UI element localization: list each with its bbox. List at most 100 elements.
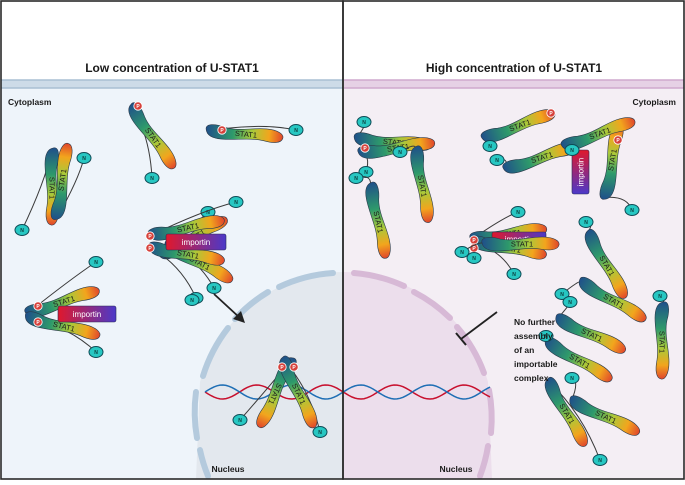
stat1-monomer: STAT1 N: [49, 141, 92, 222]
n-terminal-domain: N: [592, 454, 608, 466]
svg-text:N: N: [658, 294, 662, 300]
phospho-group: P: [289, 362, 299, 372]
importin: importin: [165, 233, 227, 251]
left-nucleus-label: Nucleus: [211, 464, 244, 474]
svg-text:N: N: [94, 350, 98, 356]
phospho-group: P: [469, 235, 479, 245]
svg-text:N: N: [94, 260, 98, 266]
n-terminal-domain: N: [88, 346, 104, 358]
right-cytoplasm-label: Cytoplasm: [633, 97, 677, 107]
n-terminal-domain: N: [466, 252, 482, 264]
svg-text:N: N: [560, 292, 564, 298]
svg-text:N: N: [570, 376, 574, 382]
n-terminal-domain: N: [392, 146, 408, 158]
svg-text:STAT1: STAT1: [47, 177, 56, 199]
nucleus: [191, 270, 495, 479]
svg-text:P: P: [363, 146, 367, 152]
svg-text:N: N: [630, 208, 634, 214]
svg-text:STAT1: STAT1: [606, 148, 619, 171]
n-terminal-domain: N: [554, 288, 570, 300]
svg-text:N: N: [150, 176, 154, 182]
n-terminal-domain: N: [144, 172, 160, 184]
svg-text:P: P: [136, 104, 140, 110]
svg-text:importin: importin: [73, 310, 101, 319]
n-terminal-domain: N: [232, 414, 248, 426]
annotation-line-5: complex: [514, 373, 549, 383]
n-terminal-domain: N: [76, 152, 92, 164]
left-panel-title: Low concentration of U-STAT1: [85, 61, 259, 75]
svg-text:N: N: [364, 170, 368, 176]
left-cytoplasm-label: Cytoplasm: [8, 97, 52, 107]
svg-text:N: N: [472, 256, 476, 262]
svg-text:P: P: [472, 238, 476, 244]
n-terminal-domain: N: [228, 196, 244, 208]
svg-text:P: P: [36, 304, 40, 310]
n-terminal-domain: N: [454, 246, 470, 258]
svg-text:importin: importin: [182, 238, 210, 247]
svg-text:STAT1: STAT1: [235, 129, 258, 140]
svg-text:P: P: [616, 138, 620, 144]
svg-text:N: N: [495, 158, 499, 164]
svg-text:N: N: [598, 458, 602, 464]
n-terminal-domain: N: [14, 224, 30, 236]
phospho-group: P: [133, 101, 143, 111]
n-terminal-domain: N: [88, 256, 104, 268]
svg-text:STAT1: STAT1: [416, 174, 429, 197]
phospho-group: P: [217, 125, 227, 135]
n-terminal-domain: N: [348, 172, 364, 184]
n-terminal-domain: N: [510, 206, 526, 218]
import-arrow: [213, 293, 245, 323]
annotation-line-2: assembly: [514, 331, 553, 341]
n-terminal-domain: N: [288, 124, 304, 136]
svg-text:N: N: [82, 156, 86, 162]
svg-text:N: N: [488, 144, 492, 150]
svg-text:N: N: [212, 286, 216, 292]
svg-text:P: P: [148, 234, 152, 240]
annotation-line-3: of an: [514, 345, 534, 355]
svg-text:N: N: [512, 272, 516, 278]
phospho-group: P: [360, 143, 370, 153]
phospho-group: P: [613, 135, 623, 145]
phospho-group: P: [277, 362, 287, 372]
svg-text:N: N: [460, 250, 464, 256]
nuclear-envelope-right: [351, 270, 495, 479]
importin: importin: [57, 305, 117, 323]
svg-text:N: N: [516, 210, 520, 216]
n-terminal-domain: N: [356, 116, 372, 128]
svg-text:N: N: [584, 220, 588, 226]
svg-text:N: N: [544, 334, 548, 340]
svg-text:P: P: [36, 320, 40, 326]
importin: importin: [571, 149, 590, 195]
left-cell-membrane: [1, 80, 343, 88]
svg-text:STAT1: STAT1: [176, 248, 199, 261]
svg-text:N: N: [318, 430, 322, 436]
svg-text:P: P: [220, 128, 224, 134]
phospho-group: P: [33, 317, 43, 327]
annotation-line-1: No further: [514, 317, 556, 327]
right-cell-membrane: [344, 80, 684, 88]
n-terminal-domain: N: [564, 372, 580, 384]
n-terminal-domain: N: [206, 282, 222, 294]
svg-text:STAT1: STAT1: [511, 240, 533, 249]
n-terminal-domain: N: [538, 330, 554, 342]
svg-text:N: N: [238, 418, 242, 424]
phospho-group: P: [33, 301, 43, 311]
svg-text:P: P: [280, 365, 284, 371]
svg-text:P: P: [292, 365, 296, 371]
n-terminal-domain: N: [358, 166, 374, 178]
svg-text:N: N: [294, 128, 298, 134]
svg-text:P: P: [549, 111, 553, 117]
stat1-monomer: STAT1 N: [392, 144, 436, 225]
phospho-group: P: [145, 231, 155, 241]
n-terminal-domain: N: [624, 204, 640, 216]
